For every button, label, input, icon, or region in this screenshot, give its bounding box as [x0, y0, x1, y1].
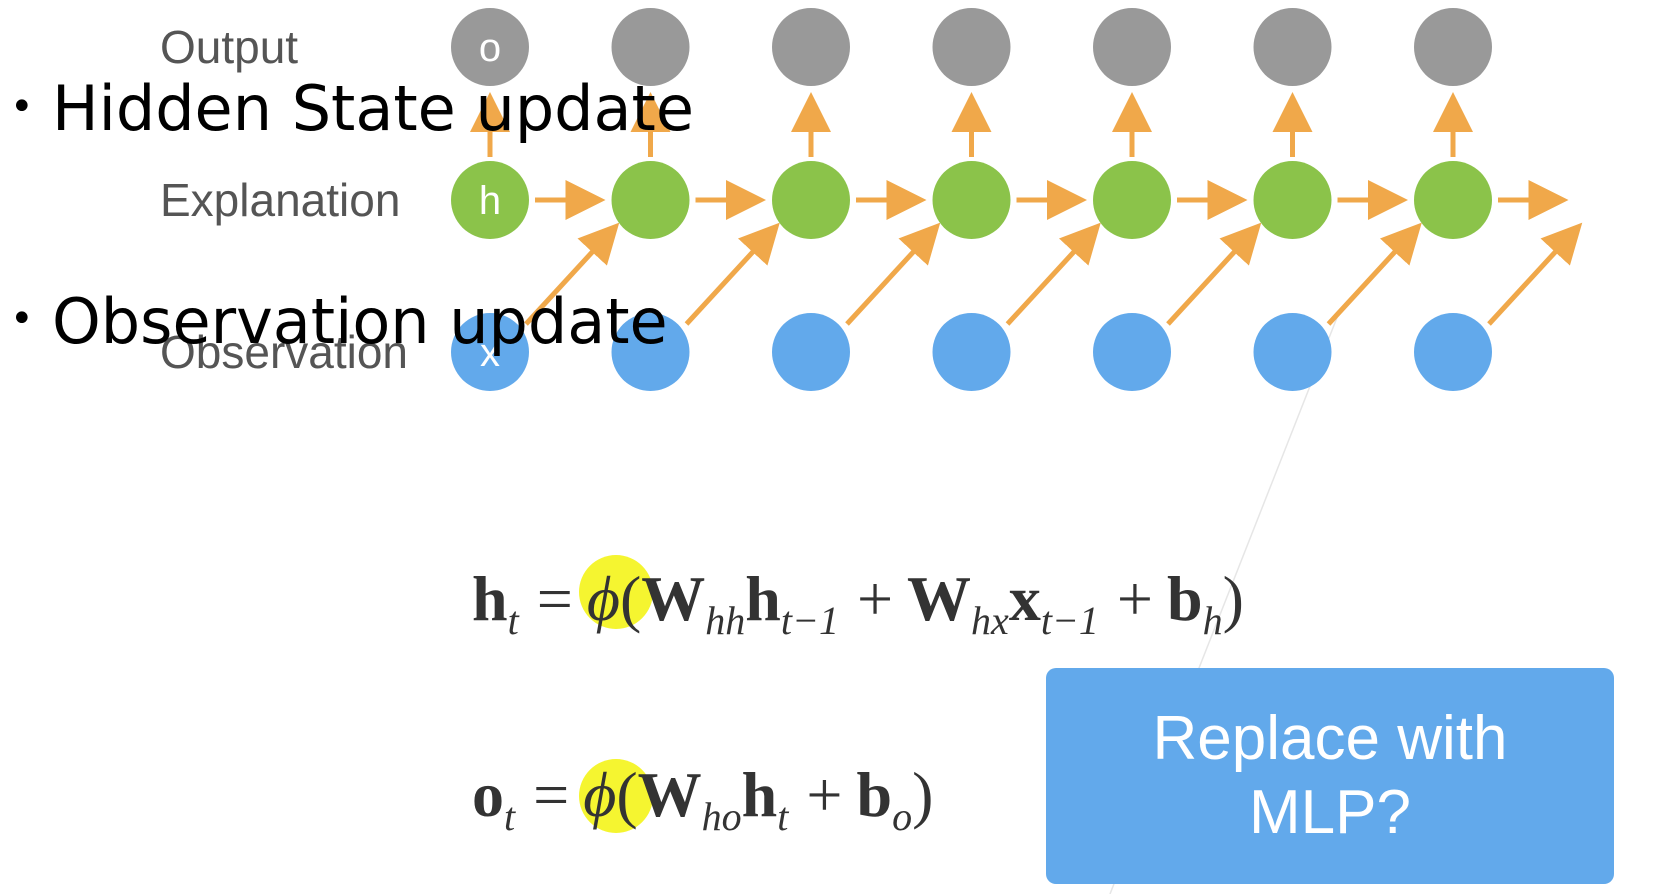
- output-node: [1414, 8, 1492, 86]
- arrow-observation-to-hidden: [524, 222, 620, 326]
- hidden-node: [772, 161, 850, 239]
- callout-text: Replace with MLP?: [1152, 704, 1508, 847]
- bullet-dot: •: [10, 296, 34, 342]
- output-node: [772, 8, 850, 86]
- hidden-node: [932, 161, 1011, 239]
- observation-node: [932, 313, 1011, 391]
- output-node: [1093, 8, 1171, 86]
- output-node-label: o: [479, 26, 501, 70]
- row-label-observation: Observation: [160, 326, 408, 378]
- observation-node: [1253, 313, 1332, 391]
- arrow-observation-to-hidden: [684, 222, 780, 326]
- output-node: [932, 8, 1011, 86]
- equation-output: ot=ϕ(Whoht+bo): [472, 759, 933, 839]
- arrow-observation-to-hidden: [1005, 222, 1101, 326]
- row-label-output: Output: [160, 21, 298, 73]
- bullet-dot: •: [10, 84, 34, 130]
- hidden-node: [611, 161, 690, 239]
- node-layer: o h x: [451, 8, 1492, 391]
- hidden-node: [1253, 161, 1332, 239]
- arrow-observation-to-hidden: [1487, 222, 1583, 326]
- phi-highlight-hidden: [579, 555, 653, 629]
- hidden-node: [1414, 161, 1492, 239]
- hidden-node: [451, 161, 529, 239]
- hidden-node-label: h: [479, 179, 501, 223]
- arrow-observation-to-hidden: [1166, 222, 1262, 326]
- observation-node: [611, 313, 690, 391]
- output-node: [611, 8, 690, 86]
- hidden-node: [1093, 161, 1171, 239]
- observation-node: [451, 313, 529, 391]
- output-node: [451, 8, 529, 86]
- arrow-observation-to-hidden: [1326, 222, 1422, 326]
- bullet-observation-update: Observation update: [52, 285, 668, 358]
- equation-hidden-state: ht=ϕ(Whhht−1+Whxxt−1+bh): [472, 563, 1244, 643]
- observation-node: [772, 313, 850, 391]
- observation-node: [1093, 313, 1171, 391]
- observation-node-label: x: [480, 331, 500, 375]
- arrow-observation-to-hidden: [845, 222, 941, 326]
- output-node: [1253, 8, 1332, 86]
- row-label-explanation: Explanation: [160, 174, 400, 226]
- phi-highlight-output: [579, 759, 653, 833]
- arrow-layer: [470, 92, 1583, 326]
- bullet-hidden-state-update: Hidden State update: [52, 72, 694, 145]
- observation-node: [1414, 313, 1492, 391]
- replace-with-mlp-callout: Replace with MLP?: [1046, 668, 1614, 884]
